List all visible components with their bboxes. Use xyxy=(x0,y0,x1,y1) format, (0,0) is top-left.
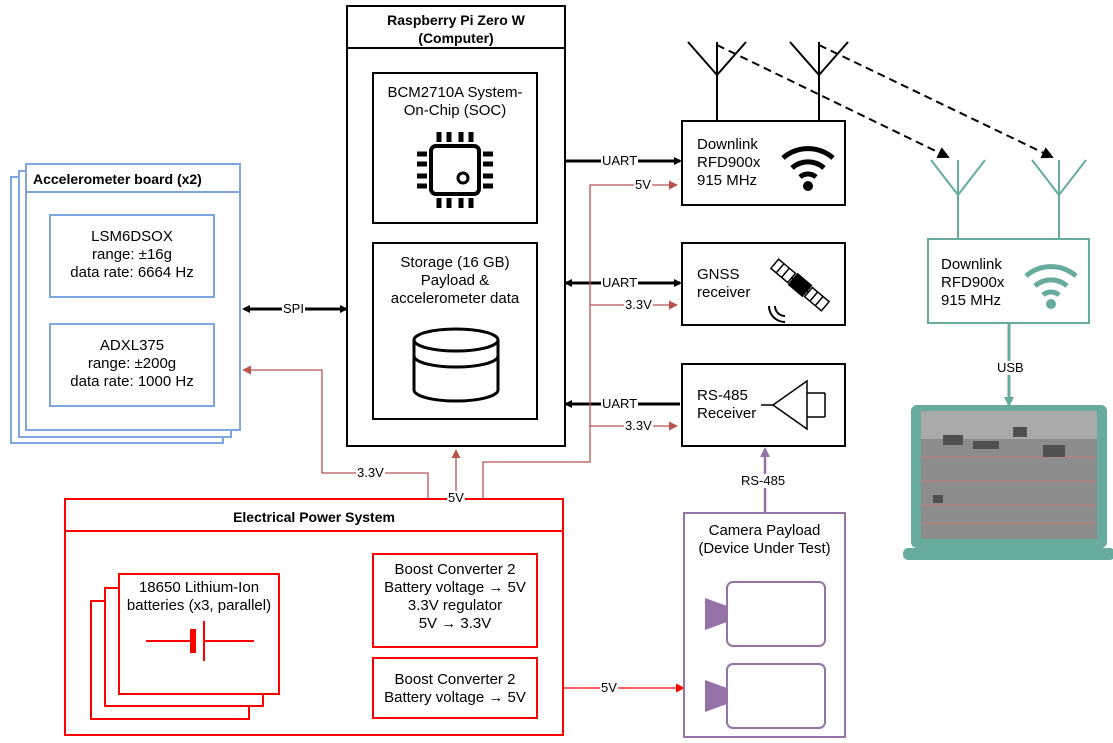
ground-downlink-label: Downlink RFD900x 915 MHz xyxy=(941,256,1005,309)
power-5v-downlink xyxy=(482,180,678,553)
boost-converter-2-box: Boost Converter 2 Battery voltage → 5V xyxy=(372,657,538,719)
raspberry-pi-title: Raspberry Pi Zero W (Computer) xyxy=(387,12,525,46)
soc-box: BCM2710A System- On-Chip (SOC) xyxy=(372,72,538,224)
wireless-link-2 xyxy=(818,44,1054,159)
wireless-link-1 xyxy=(716,44,950,159)
chip-icon xyxy=(417,132,493,208)
ground-downlink-box: Downlink RFD900x 915 MHz xyxy=(927,238,1090,324)
battery-label: 18650 Lithium-Ion batteries (x3, paralle… xyxy=(126,579,272,614)
eps-title: Electrical Power System xyxy=(233,509,395,525)
adxl375-label: ADXL375 range: ±200g data rate: 1000 Hz xyxy=(70,337,194,390)
gnss-label: GNSS receiver xyxy=(697,266,751,301)
battery-box: 18650 Lithium-Ion batteries (x3, paralle… xyxy=(118,573,280,695)
boost-converter-1-box: Boost Converter 2 Battery voltage → 5V 3… xyxy=(372,553,538,648)
battery-icon xyxy=(146,621,254,661)
rs485-box: RS-485 Receiver xyxy=(681,363,846,447)
ground-wifi-icon xyxy=(1024,264,1078,309)
power-3v3-accel-label: 3.3V xyxy=(356,465,385,480)
uart-rs485-label: UART xyxy=(601,396,639,411)
camera-icon-2 xyxy=(705,663,826,729)
storage-label: Storage (16 GB) Payload & accelerometer … xyxy=(390,254,520,307)
downlink-box: Downlink RFD900x 915 MHz xyxy=(681,120,846,206)
boost-converter-1-label: Boost Converter 2 Battery voltage → 5V 3… xyxy=(384,561,526,632)
soc-label: BCM2710A System- On-Chip (SOC) xyxy=(387,84,523,119)
satellite-icon xyxy=(768,258,831,323)
camera-icon xyxy=(705,581,826,647)
antenna-icon xyxy=(687,41,849,120)
database-icon xyxy=(412,327,500,403)
gnss-box: GNSS receiver xyxy=(681,242,846,326)
power-3v3-rs485-label: 3.3V xyxy=(624,418,653,433)
rs485-link-label: RS-485 xyxy=(740,473,787,488)
wifi-icon xyxy=(781,146,835,191)
storage-box: Storage (16 GB) Payload & accelerometer … xyxy=(372,242,538,420)
spi-label: SPI xyxy=(282,301,305,316)
lsm6dsox-label: LSM6DSOX range: ±16g data rate: 6664 Hz xyxy=(70,228,194,281)
adxl375-box: ADXL375 range: ±200g data rate: 1000 Hz xyxy=(49,323,215,407)
power-5v-downlink-label: 5V xyxy=(634,177,652,192)
usb-link-label: USB xyxy=(996,360,1025,375)
uart-gnss-label: UART xyxy=(601,275,639,290)
power-5v-pi-label: 5V xyxy=(447,490,465,505)
lsm6dsox-box: LSM6DSOX range: ±16g data rate: 6664 Hz xyxy=(49,214,215,298)
rs485-label: RS-485 Receiver xyxy=(697,387,757,422)
downlink-label: Downlink RFD900x 915 MHz xyxy=(697,136,761,189)
camera-payload-label: Camera Payload (Device Under Test) xyxy=(698,522,831,557)
amplifier-icon xyxy=(761,379,826,431)
accel-board-title: Accelerometer board (x2) xyxy=(33,171,202,187)
uart-downlink-label: UART xyxy=(601,153,639,168)
boost-converter-2-label: Boost Converter 2 Battery voltage → 5V xyxy=(384,671,526,706)
ground-antenna-icon xyxy=(930,159,1087,238)
power-3v3-gnss-label: 3.3V xyxy=(624,297,653,312)
laptop-icon xyxy=(903,405,1113,560)
power-5v-camera-label: 5V xyxy=(600,680,618,695)
